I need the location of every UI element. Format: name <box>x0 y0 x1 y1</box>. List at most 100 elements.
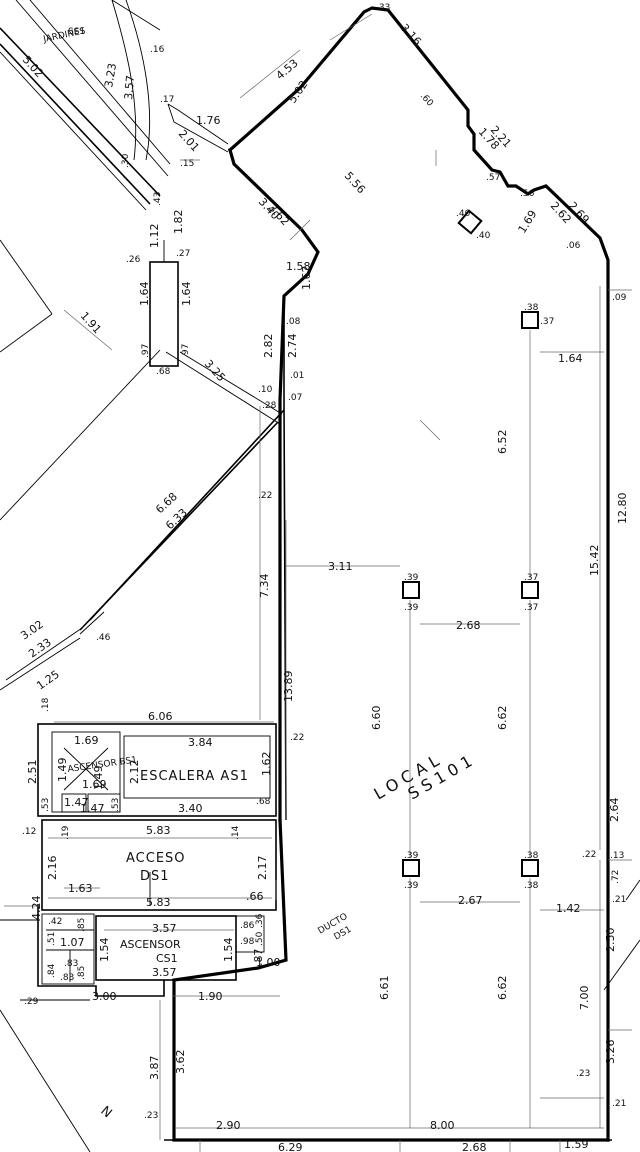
acceso-label: ACCESO <box>126 851 186 866</box>
svg-text:.21: .21 <box>612 1099 626 1109</box>
svg-text:3.00: 3.00 <box>92 990 117 1003</box>
dimension-labels: 6.52 12.80 15.42 6.60 6.62 6.61 6.62 13.… <box>18 21 629 1152</box>
svg-text:1.69: 1.69 <box>74 734 99 747</box>
svg-text:.38: .38 <box>524 303 539 313</box>
svg-text:13.89: 13.89 <box>282 671 295 703</box>
svg-text:.37: .37 <box>524 573 538 583</box>
svg-text:1.07: 1.07 <box>60 936 85 949</box>
svg-text:.29: .29 <box>24 997 39 1007</box>
svg-text:.21: .21 <box>612 895 626 905</box>
svg-text:2.16: 2.16 <box>46 856 59 881</box>
svg-text:1.64: 1.64 <box>180 282 193 307</box>
svg-text:.12: .12 <box>22 827 36 837</box>
svg-text:.72: .72 <box>611 870 621 884</box>
svg-text:6.06: 6.06 <box>148 710 173 723</box>
svg-text:5.56: 5.56 <box>342 169 368 196</box>
jardines-unit-label: SS1 <box>68 27 85 37</box>
svg-text:.36: .36 <box>255 913 265 928</box>
svg-text:3.16: 3.16 <box>398 21 424 48</box>
svg-text:1.12: 1.12 <box>148 224 161 249</box>
svg-text:.14: .14 <box>231 825 241 840</box>
svg-text:.23: .23 <box>144 1111 158 1121</box>
escalera-label: ESCALERA AS1 <box>140 769 249 784</box>
svg-text:1.76: 1.76 <box>196 114 221 127</box>
svg-text:.37: .37 <box>524 603 538 613</box>
svg-text:.28: .28 <box>262 401 277 411</box>
svg-text:3.57: 3.57 <box>152 922 177 935</box>
svg-text:1.49: 1.49 <box>92 766 105 791</box>
svg-text:1.49: 1.49 <box>56 758 69 783</box>
svg-text:6.62: 6.62 <box>496 976 509 1001</box>
svg-text:3.11: 3.11 <box>328 560 353 573</box>
svg-text:1.54: 1.54 <box>98 938 111 963</box>
svg-text:.16: .16 <box>150 45 165 55</box>
svg-text:.40: .40 <box>476 231 491 241</box>
svg-text:2.68: 2.68 <box>462 1141 487 1152</box>
columns <box>402 209 539 877</box>
svg-text:.27: .27 <box>176 249 190 259</box>
svg-text:.57: .57 <box>486 173 500 183</box>
svg-text:.26: .26 <box>126 255 141 265</box>
svg-text:1.64: 1.64 <box>138 282 151 307</box>
svg-text:.42: .42 <box>48 917 62 927</box>
svg-text:.13: .13 <box>610 851 624 861</box>
svg-text:.39: .39 <box>404 851 419 861</box>
svg-text:.09: .09 <box>612 293 627 303</box>
svg-text:3.57: 3.57 <box>152 966 177 979</box>
svg-text:3.57: 3.57 <box>122 75 137 101</box>
svg-text:.30: .30 <box>121 153 131 168</box>
svg-text:2.64: 2.64 <box>608 798 621 823</box>
svg-text:.97: .97 <box>141 344 151 358</box>
svg-text:1.25: 1.25 <box>34 668 62 693</box>
svg-text:.68: .68 <box>156 367 171 377</box>
svg-text:.86: .86 <box>240 921 255 931</box>
svg-text:.39: .39 <box>404 603 419 613</box>
svg-text:.83: .83 <box>64 959 78 969</box>
svg-text:3.26: 3.26 <box>604 1040 617 1065</box>
svg-text:1.82: 1.82 <box>172 210 185 235</box>
svg-text:6.29: 6.29 <box>278 1141 303 1152</box>
svg-text:8.00: 8.00 <box>430 1119 455 1132</box>
svg-text:.53: .53 <box>41 798 51 812</box>
svg-text:7.34: 7.34 <box>258 574 271 599</box>
svg-text:.38: .38 <box>524 881 539 891</box>
svg-text:.10: .10 <box>258 385 273 395</box>
svg-text:3.84: 3.84 <box>188 736 213 749</box>
svg-text:.56: .56 <box>520 189 535 199</box>
svg-text:.18: .18 <box>41 697 51 712</box>
svg-text:.37: .37 <box>540 317 554 327</box>
svg-text:1.90: 1.90 <box>198 990 223 1003</box>
svg-text:1.69: 1.69 <box>516 208 540 236</box>
svg-text:1.91: 1.91 <box>78 309 104 336</box>
svg-text:.68: .68 <box>256 797 271 807</box>
svg-text:1.59: 1.59 <box>564 1138 589 1151</box>
svg-text:1.54: 1.54 <box>222 938 235 963</box>
svg-text:4.53: 4.53 <box>274 57 301 83</box>
svg-text:2.50: 2.50 <box>604 928 617 953</box>
svg-text:1.62: 1.62 <box>260 752 273 777</box>
svg-text:.39: .39 <box>404 881 419 891</box>
svg-text:.15: .15 <box>180 159 194 169</box>
svg-text:.46: .46 <box>96 633 111 643</box>
svg-text:.53: .53 <box>111 798 121 812</box>
ascensor-cs1-unit-label: CS1 <box>156 952 178 965</box>
svg-text:1.47: 1.47 <box>80 802 105 815</box>
svg-text:3.62: 3.62 <box>174 1050 187 1075</box>
column-size-labels: .38 .37 .39 .37 .39 .37 .39 .38 .39 .38 … <box>404 209 554 891</box>
svg-text:4.24: 4.24 <box>30 896 43 921</box>
small-dimension-labels: .22 .22 .22 .09 .08 .07 .10 .28 .01 .23 … <box>22 3 627 1121</box>
svg-text:.08: .08 <box>286 317 301 327</box>
svg-text:3.25: 3.25 <box>202 357 228 384</box>
svg-text:12.80: 12.80 <box>616 493 629 525</box>
svg-text:1.64: 1.64 <box>558 352 583 365</box>
svg-text:.66: .66 <box>246 890 264 903</box>
svg-text:2.82: 2.82 <box>262 334 275 359</box>
svg-text:.39: .39 <box>404 573 419 583</box>
acceso-unit-label: DS1 <box>140 869 170 884</box>
svg-text:.60: .60 <box>418 91 435 109</box>
svg-text:3.40: 3.40 <box>178 802 203 815</box>
svg-text:.84: .84 <box>47 963 57 978</box>
svg-text:.33: .33 <box>376 3 390 13</box>
svg-text:1.00: 1.00 <box>256 956 281 969</box>
